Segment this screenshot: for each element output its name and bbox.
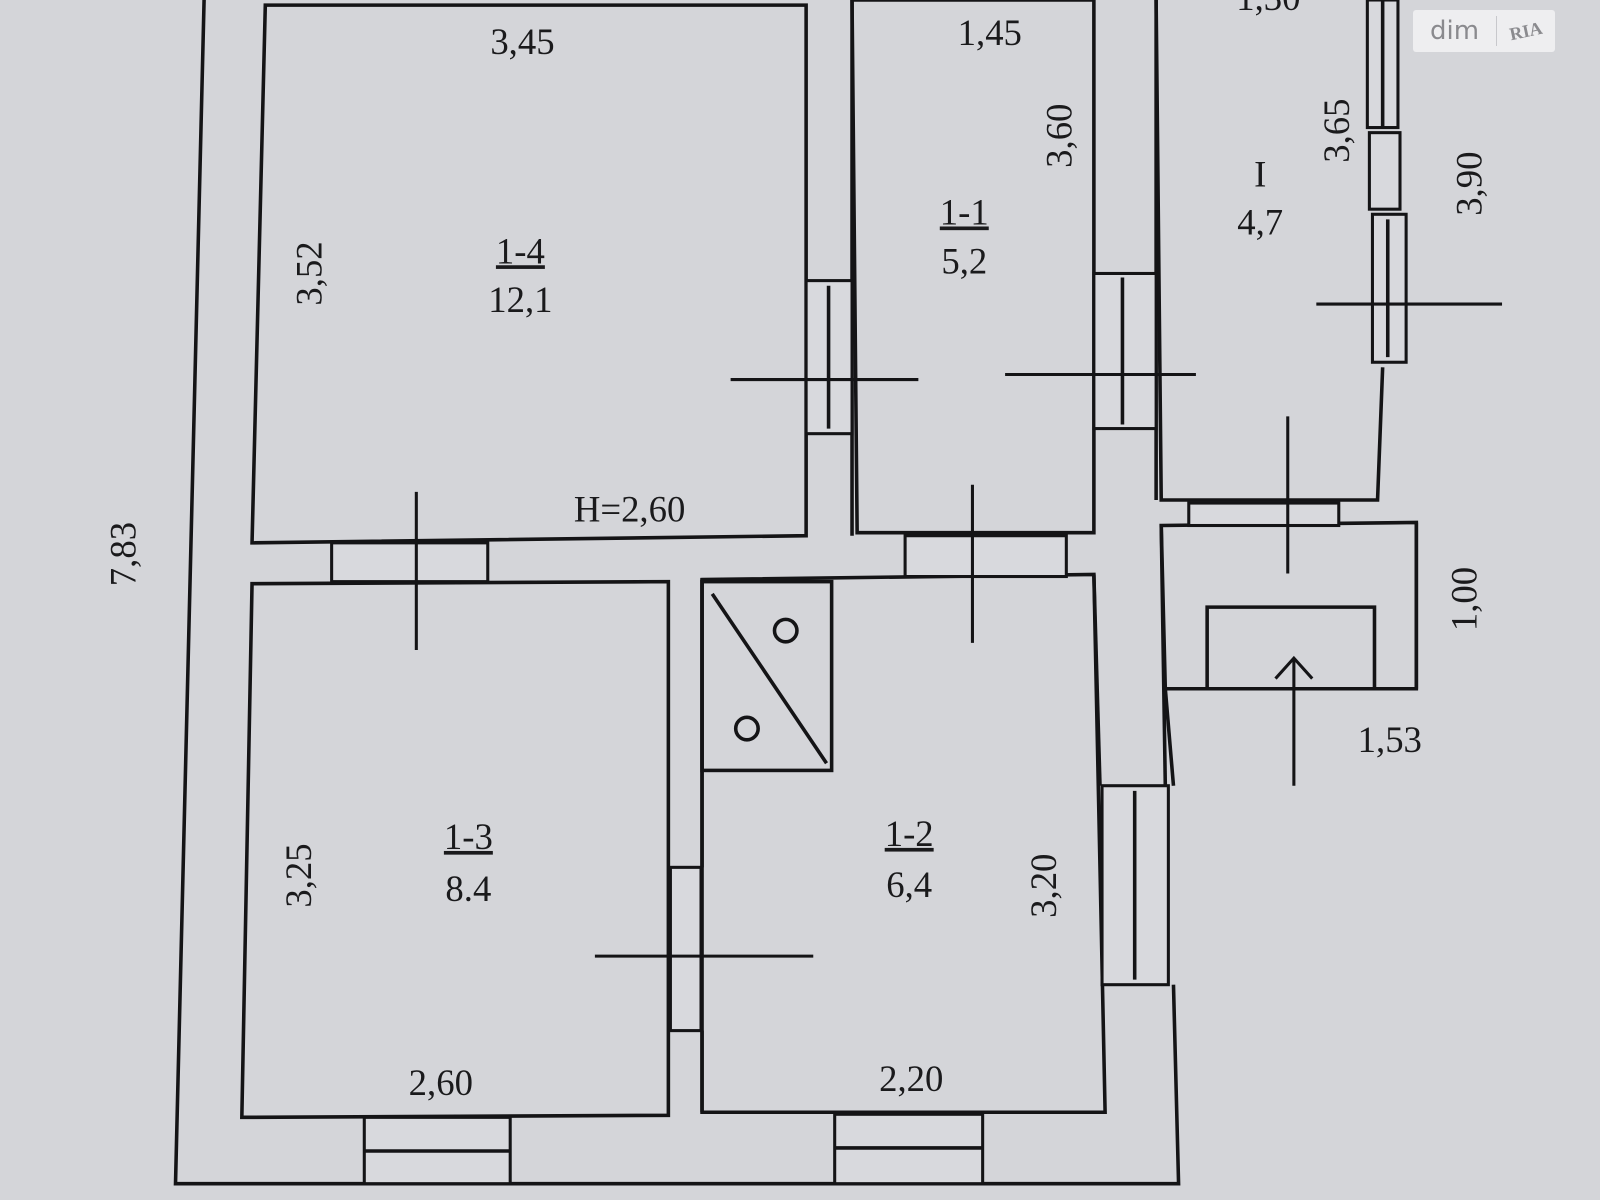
- room-1-1-area: 5,2: [941, 240, 987, 281]
- room-1-4-id: 1-4: [496, 230, 545, 271]
- overall-height: 7,83: [103, 522, 144, 586]
- room-1-2-width: 2,20: [879, 1058, 943, 1099]
- stove-icon: [700, 579, 834, 773]
- room-1-2-length: 3,20: [1023, 854, 1064, 918]
- doors: [330, 501, 1341, 1033]
- room-1-1-width: 1,45: [958, 12, 1022, 53]
- entrance-arrow-icon: [1274, 655, 1314, 786]
- room-1-3-length: 3,25: [278, 843, 319, 907]
- room-1-3-id: 1-3: [444, 816, 493, 857]
- outer-walls: [173, 0, 1419, 1186]
- room-1-4-area: 12,1: [488, 279, 552, 320]
- watermark-ria: RIA: [1507, 17, 1545, 44]
- room-1-4-length: 3,52: [288, 241, 329, 305]
- labels: 3,45 3,52 1-4 12,1 1,45 3,60 1-1 5,2 1,3…: [103, 0, 1490, 1103]
- room-1-4-width: 3,45: [490, 21, 554, 62]
- room-1-3-width: 2,60: [409, 1062, 473, 1103]
- entrance-height: 1,00: [1444, 567, 1485, 631]
- room-I-id: I: [1254, 154, 1266, 195]
- room-I-width: 1,30: [1236, 0, 1300, 18]
- watermark-dim: dim: [1413, 16, 1497, 46]
- room-I-length: 3,65: [1316, 98, 1357, 162]
- ceiling-height: H=2,60: [574, 488, 685, 529]
- room-1-2-area: 6,4: [886, 864, 932, 905]
- room-1-2-id: 1-2: [885, 813, 934, 854]
- room-1-1-id: 1-1: [940, 191, 989, 232]
- windows: [362, 0, 1408, 1186]
- room-1-1-length: 3,60: [1038, 104, 1079, 168]
- right-height: 3,90: [1449, 152, 1490, 216]
- dim-ria-watermark: dim RIA: [1413, 10, 1555, 52]
- crosshair-markers: [414, 302, 1503, 958]
- entrance-width: 1,53: [1358, 719, 1422, 760]
- room-1-3-area: 8.4: [445, 868, 491, 909]
- room-I-area: 4,7: [1237, 202, 1283, 243]
